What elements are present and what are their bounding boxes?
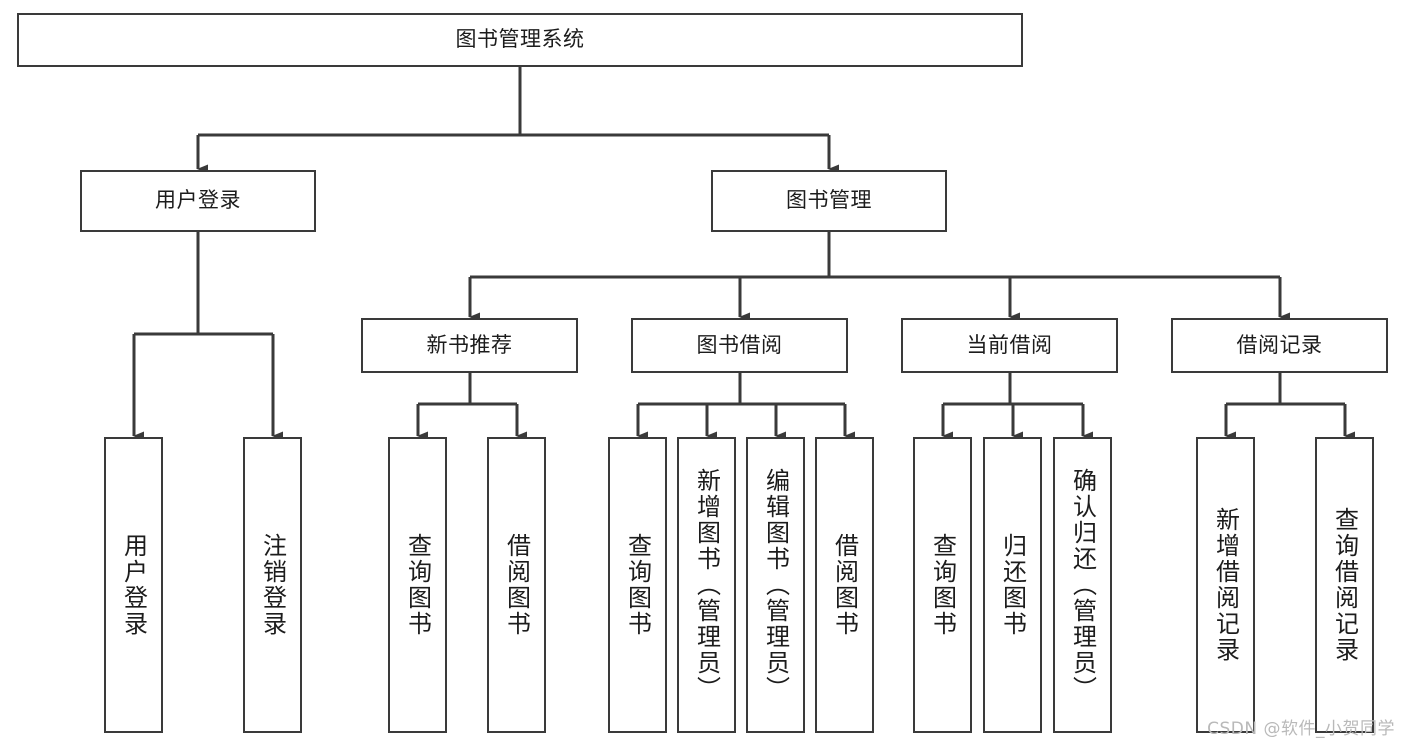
node-label: 确认归还（管理员） [1068,468,1097,702]
node-label: 注销登录 [258,533,287,637]
node-leaf-rec-query[interactable]: 查询借阅记录 [1315,437,1374,733]
node-leaf-bor-add[interactable]: 新增图书（管理员） [677,437,736,733]
node-label: 借阅图书 [502,533,531,637]
node-label: 新增图书（管理员） [692,468,721,702]
node-leaf-new-query[interactable]: 查询图书 [388,437,447,733]
node-leaf-cur-return[interactable]: 归还图书 [983,437,1042,733]
node-label: 借阅图书 [830,533,859,637]
node-label: 新书推荐 [426,332,513,357]
node-label: 借阅记录 [1236,332,1323,357]
node-label: 查询图书 [403,533,432,637]
node-leaf-user-login[interactable]: 用户登录 [104,437,163,733]
node-label: 图书管理 [786,188,872,213]
node-label: 图书管理系统 [455,27,585,52]
node-leaf-new-borrow[interactable]: 借阅图书 [487,437,546,733]
node-leaf-cur-query[interactable]: 查询图书 [913,437,972,733]
node-current[interactable]: 当前借阅 [901,318,1118,373]
node-records[interactable]: 借阅记录 [1171,318,1388,373]
node-leaf-bor-lend[interactable]: 借阅图书 [815,437,874,733]
node-label: 新增借阅记录 [1211,507,1240,663]
node-label: 用户登录 [119,533,148,637]
node-borrow[interactable]: 图书借阅 [631,318,848,373]
node-bookmgmt[interactable]: 图书管理 [711,170,947,232]
node-label: 查询图书 [928,533,957,637]
node-newbook[interactable]: 新书推荐 [361,318,578,373]
connector-paths [132,67,1355,441]
node-label: 查询图书 [623,533,652,637]
node-label: 图书借阅 [696,332,783,357]
node-label: 归还图书 [998,533,1027,637]
node-leaf-rec-add[interactable]: 新增借阅记录 [1196,437,1255,733]
node-label: 用户登录 [155,188,241,213]
node-leaf-bor-query[interactable]: 查询图书 [608,437,667,733]
node-leaf-user-logout[interactable]: 注销登录 [243,437,302,733]
node-leaf-bor-edit[interactable]: 编辑图书（管理员） [746,437,805,733]
node-leaf-cur-confirm[interactable]: 确认归还（管理员） [1053,437,1112,733]
node-label: 编辑图书（管理员） [761,468,790,702]
node-label: 查询借阅记录 [1330,507,1359,663]
node-login[interactable]: 用户登录 [80,170,316,232]
node-label: 当前借阅 [966,332,1053,357]
node-root[interactable]: 图书管理系统 [17,13,1023,67]
